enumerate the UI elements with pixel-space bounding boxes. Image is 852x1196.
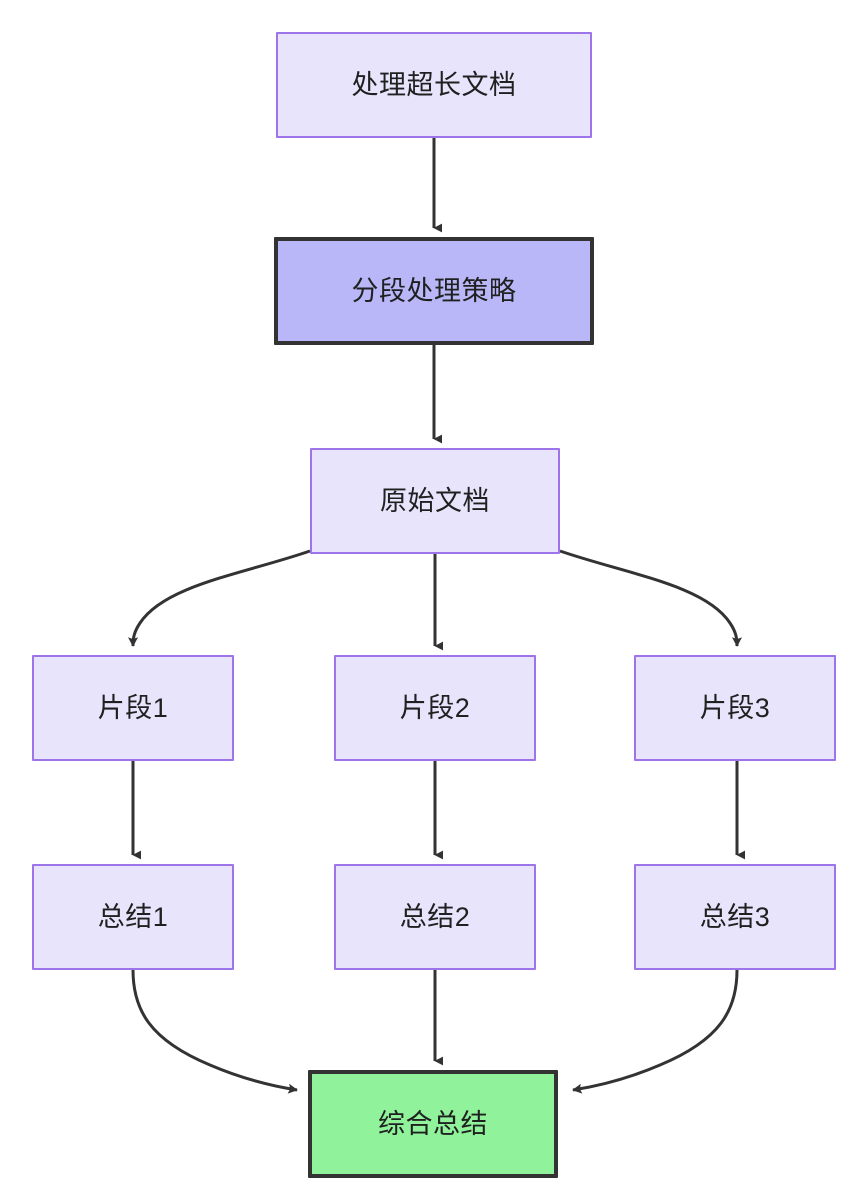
node-label-long-document: 处理超长文档 bbox=[351, 69, 517, 100]
node-fragment-2[interactable]: 片段2 bbox=[334, 655, 536, 761]
node-label-chunk-strategy: 分段处理策略 bbox=[351, 275, 517, 306]
node-label-summary-3: 总结3 bbox=[699, 901, 771, 932]
edge-source-to-fragment1 bbox=[128, 549, 311, 647]
node-chunk-strategy[interactable]: 分段处理策略 bbox=[274, 237, 594, 345]
node-summary-1[interactable]: 总结1 bbox=[32, 864, 234, 970]
node-summary-2[interactable]: 总结2 bbox=[334, 864, 536, 970]
node-summary-3[interactable]: 总结3 bbox=[634, 864, 836, 970]
node-fragment-3[interactable]: 片段3 bbox=[634, 655, 836, 761]
node-source-document[interactable]: 原始文档 bbox=[310, 448, 560, 554]
node-label-fragment-1: 片段1 bbox=[97, 692, 169, 723]
edge-summary3-to-final bbox=[572, 969, 739, 1094]
node-label-fragment-2: 片段2 bbox=[399, 692, 471, 723]
node-final-summary[interactable]: 综合总结 bbox=[308, 1070, 558, 1178]
edge-source-to-fragment3 bbox=[559, 549, 742, 647]
node-fragment-1[interactable]: 片段1 bbox=[32, 655, 234, 761]
node-label-fragment-3: 片段3 bbox=[699, 692, 771, 723]
node-label-summary-2: 总结2 bbox=[399, 901, 471, 932]
node-label-source-document: 原始文档 bbox=[380, 485, 490, 516]
node-label-summary-1: 总结1 bbox=[97, 901, 169, 932]
node-long-document[interactable]: 处理超长文档 bbox=[276, 32, 592, 138]
edge-summary1-to-final bbox=[131, 969, 298, 1094]
node-label-final-summary: 综合总结 bbox=[378, 1108, 488, 1139]
